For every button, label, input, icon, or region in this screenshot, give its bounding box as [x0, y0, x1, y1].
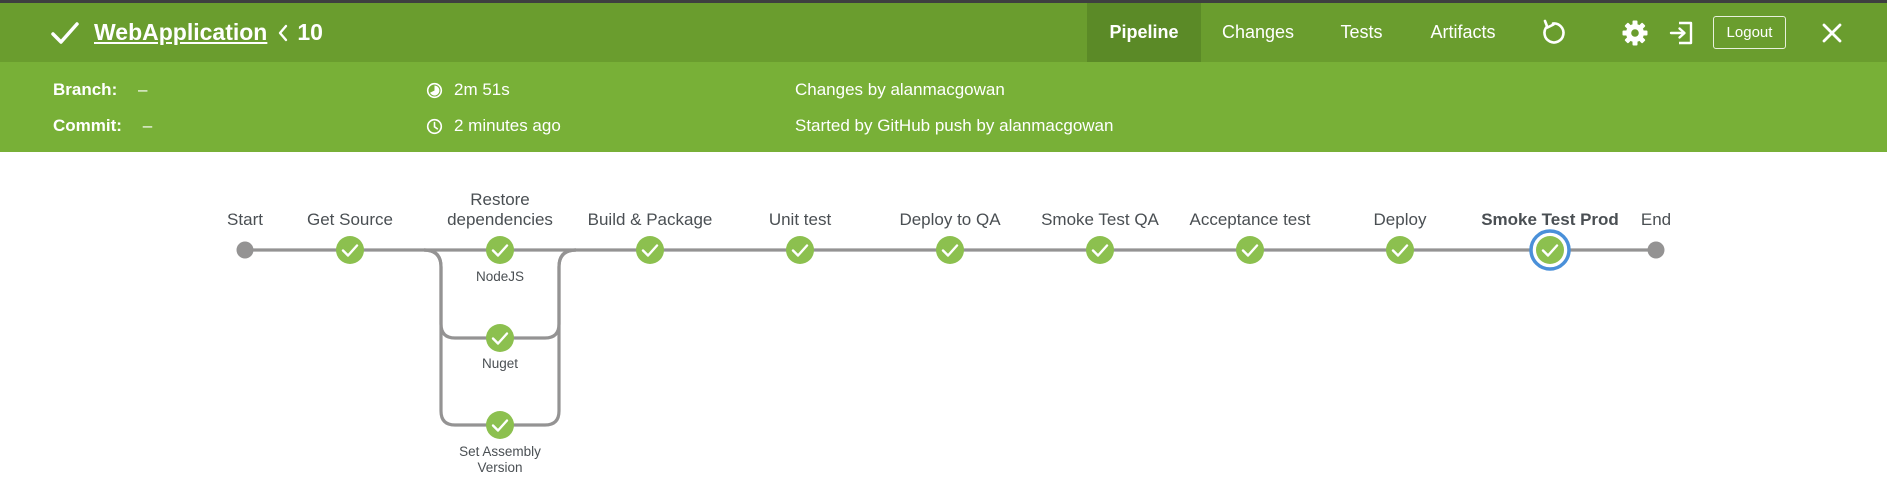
stage-label-deploy-to-qa: Deploy to QA	[899, 210, 1001, 229]
stage-label-build-package: Build & Package	[588, 210, 713, 229]
tab-changes[interactable]: Changes	[1221, 22, 1295, 42]
check-icon	[1091, 244, 1109, 257]
stage-node-unit-test[interactable]	[786, 236, 814, 264]
commit-value: –	[142, 116, 153, 135]
stage-node-smoke-test-prod[interactable]	[1529, 229, 1571, 271]
stage-node-deploy[interactable]	[1386, 236, 1414, 264]
tab-tests[interactable]: Tests	[1340, 22, 1383, 42]
gear-icon[interactable]	[1621, 19, 1649, 47]
stage-node-deploy-to-qa[interactable]	[936, 236, 964, 264]
top-bar: WebApplication 10 Pipeline Changes Tests…	[0, 0, 1887, 62]
stage-label-restore-line1: Restore	[470, 190, 530, 209]
branch-label-set-assembly-line1: Set Assembly	[459, 444, 541, 459]
stage-node-get-source[interactable]	[336, 236, 364, 264]
run-info-bar: Branch: – Commit: – 2m 51s 2 minutes ago…	[0, 62, 1887, 152]
check-icon	[1391, 244, 1409, 257]
branch-label-nuget: Nuget	[482, 356, 518, 371]
started-ago-text: 2 minutes ago	[454, 116, 561, 135]
close-icon[interactable]	[1818, 19, 1846, 47]
branch-value: –	[137, 80, 148, 99]
stage-node-acceptance-test[interactable]	[1236, 236, 1264, 264]
check-icon	[341, 244, 359, 257]
check-icon	[1241, 244, 1259, 257]
tab-artifacts[interactable]: Artifacts	[1430, 22, 1496, 42]
stage-label-deploy: Deploy	[1374, 210, 1427, 229]
stage-label-get-source: Get Source	[307, 210, 393, 229]
end-node	[1647, 241, 1665, 259]
cause-text: Started by GitHub push by alanmacgowan	[795, 116, 1114, 135]
check-icon	[791, 244, 809, 257]
commit-label: Commit:	[53, 116, 122, 135]
check-icon	[491, 244, 509, 257]
branch-label-nodejs: NodeJS	[476, 269, 524, 284]
check-icon	[491, 419, 509, 432]
job-name-link[interactable]: WebApplication	[94, 19, 268, 45]
branch-node-nuget[interactable]	[486, 324, 514, 352]
stage-node-build-package[interactable]	[636, 236, 664, 264]
rerun-icon[interactable]	[1539, 19, 1567, 47]
branch-label: Branch:	[53, 80, 118, 99]
stage-label-unit-test: Unit test	[769, 210, 832, 229]
stage-label-acceptance-test: Acceptance test	[1190, 210, 1311, 229]
stage-label-smoke-test-prod: Smoke Test Prod	[1481, 210, 1619, 229]
check-icon	[1541, 244, 1559, 257]
pipeline-graph: Start Get Source Restore dependencies Bu…	[227, 190, 1671, 475]
stage-label-restore-line2: dependencies	[447, 210, 553, 229]
run-number: 10	[297, 19, 323, 45]
branch-label-set-assembly-line2: Version	[477, 460, 522, 475]
run-title: WebApplication 10	[50, 3, 323, 62]
duration-icon	[426, 82, 443, 104]
stage-node-restore-dependencies[interactable]	[486, 236, 514, 264]
duration-text: 2m 51s	[454, 80, 510, 99]
stage-label-end: End	[1641, 210, 1671, 229]
clock-icon	[426, 118, 443, 140]
pipeline-connectors	[245, 248, 1656, 427]
changes-text: Changes by alanmacgowan	[795, 80, 1005, 99]
commit-info: Commit: –	[53, 116, 152, 136]
start-node	[236, 241, 254, 259]
check-icon	[50, 18, 80, 48]
check-icon	[941, 244, 959, 257]
logout-button[interactable]: Logout	[1713, 16, 1786, 49]
chevron-left-icon	[277, 24, 289, 42]
stage-label-smoke-test-qa: Smoke Test QA	[1041, 210, 1159, 229]
check-icon	[641, 244, 659, 257]
branch-info: Branch: –	[53, 80, 147, 100]
tab-pipeline[interactable]: Pipeline	[1087, 3, 1201, 62]
exit-classic-icon[interactable]	[1668, 19, 1696, 47]
stage-label-start: Start	[227, 210, 263, 229]
stage-node-smoke-test-qa[interactable]	[1086, 236, 1114, 264]
check-icon	[491, 332, 509, 345]
branch-node-set-assembly-version[interactable]	[486, 411, 514, 439]
